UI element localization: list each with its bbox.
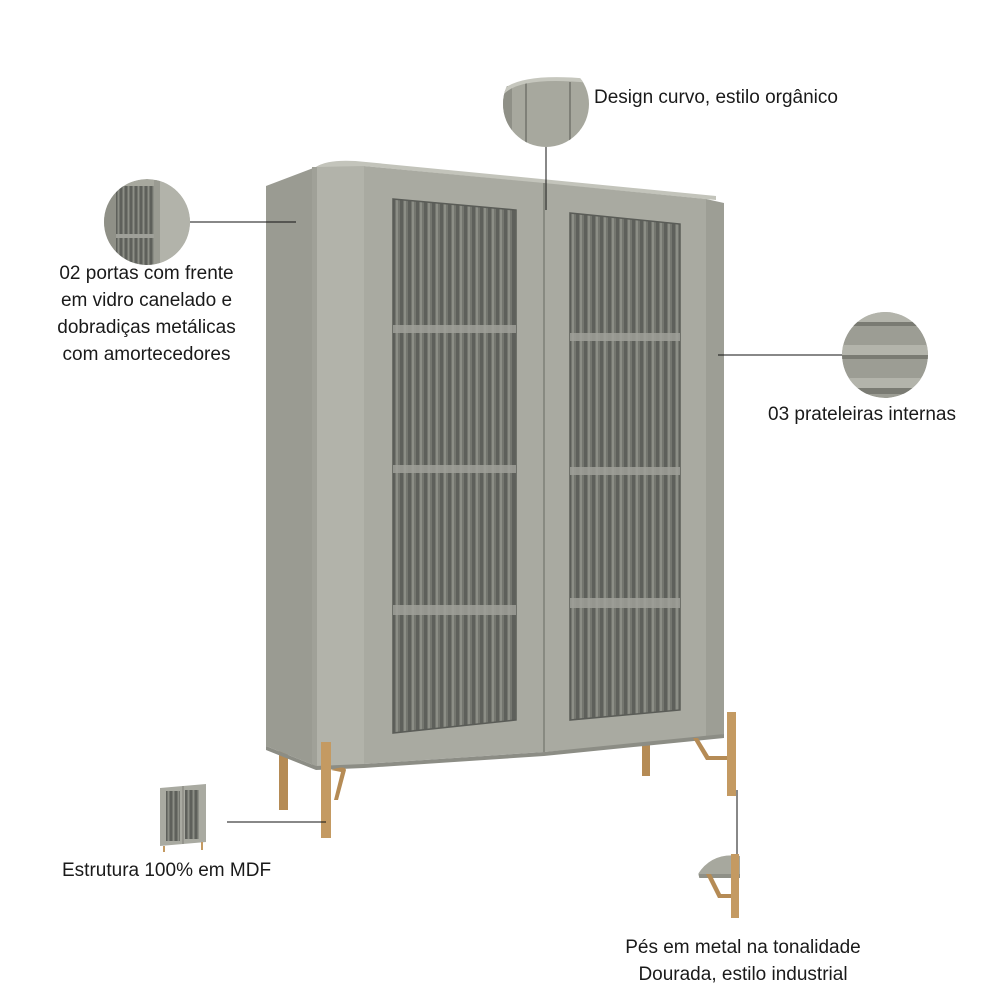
back-left-leg (279, 748, 288, 810)
feet-callout-label: Pés em metal na tonalidade Dourada, esti… (598, 934, 888, 988)
cabinet-thumbnail-icon (160, 784, 206, 852)
doors-label-line: 02 portas com frente (59, 263, 234, 284)
right-fluted-glass (569, 212, 681, 721)
front-right-leg (727, 712, 736, 796)
cabinet-left-side (266, 167, 316, 766)
doors-label-line: em vidro canelado e (60, 290, 233, 311)
curved-top-detail-icon (503, 61, 589, 147)
doors-callout-label: 02 portas com frente em vidro canelado e… (40, 260, 253, 368)
feet-label-line: Dourada, estilo industrial (638, 964, 848, 985)
cabinet (266, 160, 736, 838)
interior-shelves (393, 325, 680, 615)
shelves-callout-label: 03 prateleiras internas (768, 404, 956, 425)
front-left-leg (321, 742, 331, 838)
structure-callout-label: Estrutura 100% em MDF (62, 860, 272, 881)
metal-foot-detail-icon (698, 854, 740, 918)
shelves-detail-icon (842, 312, 928, 398)
fluted-glass-door-detail-icon (104, 179, 190, 265)
callout-lines (190, 138, 842, 854)
doors-label-line: com amortecedores (62, 344, 231, 365)
design-callout-label: Design curvo, estilo orgânico (594, 87, 838, 108)
feet-label-line: Pés em metal na tonalidade (625, 937, 861, 958)
cabinet-curved-pillar (316, 162, 364, 767)
doors-label-line: dobradiças metálicas (57, 317, 236, 338)
back-right-leg (642, 740, 650, 776)
